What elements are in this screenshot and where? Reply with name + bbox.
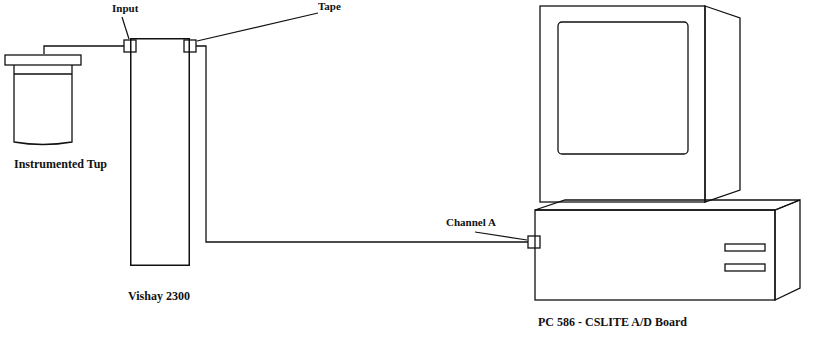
connector-label: Input — [112, 2, 138, 15]
amplifier-box-outline — [130, 38, 190, 266]
leader-line — [122, 17, 129, 39]
amplifier-box: Vishay 2300 — [130, 38, 190, 266]
monitor-front — [540, 6, 705, 202]
tup-rim — [14, 73, 72, 74]
tup-device-outline — [4, 54, 82, 146]
connector-label: Tape — [318, 0, 341, 13]
drive-slot — [725, 264, 765, 271]
channel-connector — [528, 236, 540, 248]
monitor-side — [705, 6, 740, 202]
device-caption: PC 586 - CSLITE A/D Board — [538, 316, 687, 330]
connector-label: Channel A — [446, 216, 496, 229]
case-top — [535, 200, 800, 210]
computer: PC 586 - CSLITE A/D Board — [440, 4, 805, 304]
device-caption: Instrumented Tup — [14, 158, 107, 172]
tup-cap — [5, 55, 81, 65]
tup-body — [14, 65, 72, 145]
signal-cable — [44, 46, 130, 54]
amplifier-outline — [131, 39, 190, 266]
case-front — [535, 210, 775, 300]
leader-line — [197, 13, 318, 41]
amplifier-box-shape — [130, 38, 190, 266]
tape-connector — [184, 40, 196, 52]
tup-device-shape — [4, 54, 82, 146]
device-caption: Vishay 2300 — [128, 290, 190, 304]
computer-shape — [440, 4, 805, 304]
tup-device: Instrumented Tup — [4, 54, 82, 146]
case-side — [775, 200, 800, 300]
leader-line — [475, 232, 527, 240]
signal-cable — [190, 46, 530, 242]
monitor-screen — [558, 22, 688, 154]
computer-outline — [440, 4, 805, 304]
drive-slot — [725, 244, 765, 251]
